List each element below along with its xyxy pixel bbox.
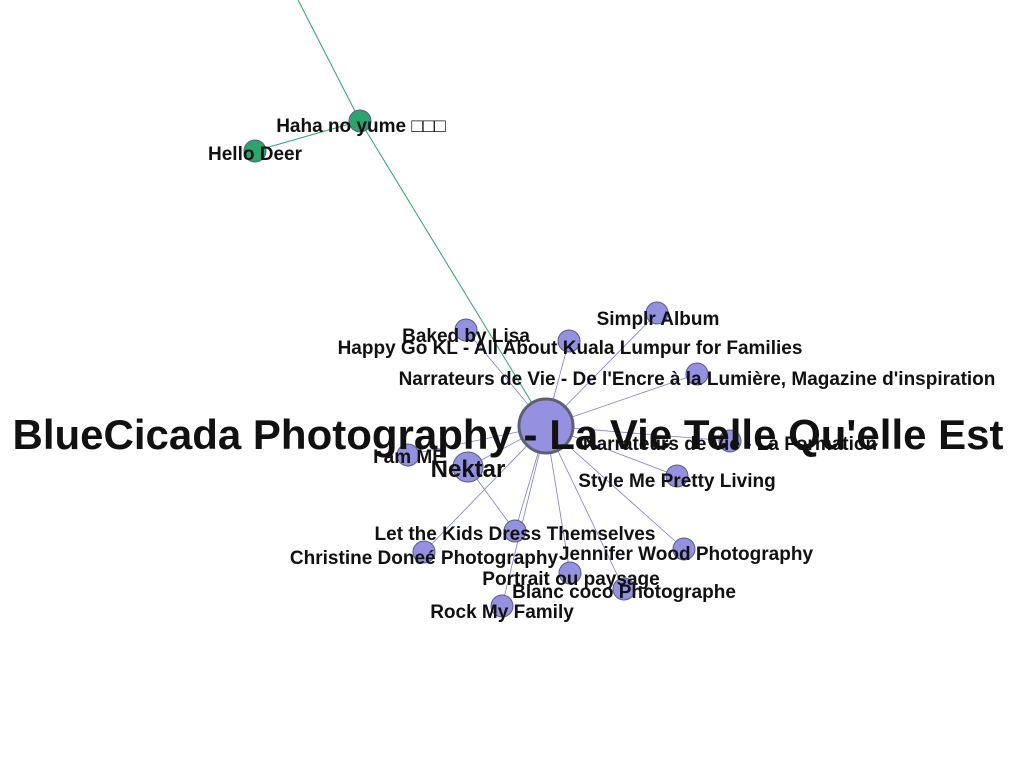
labels-layer: BlueCicada Photography - La Vie Telle Qu…: [12, 116, 1003, 623]
node-label-happygo: Happy Go KL - All About Kuala Lumpur for…: [338, 338, 803, 359]
node-label-styleme: Style Me Pretty Living: [578, 471, 775, 492]
node-baked[interactable]: [454, 318, 478, 342]
node-blanccoco[interactable]: [612, 577, 636, 601]
node-label-jennifer: Jennifer Wood Photography: [559, 544, 813, 565]
node-hellodeer[interactable]: [243, 139, 267, 163]
edge-bluecicada-christine: [423, 425, 547, 553]
node-portrait[interactable]: [558, 561, 582, 585]
node-label-hellodeer: Hello Deer: [208, 144, 303, 165]
edge-offscreen-haha: [297, 0, 361, 122]
node-label-nektar: Nektar: [431, 456, 506, 483]
edge-haha-bluecicada: [359, 120, 547, 427]
node-label-rockmy: Rock My Family: [430, 602, 574, 623]
node-narrateurs_encre[interactable]: [685, 362, 709, 386]
edge-hellodeer-haha: [254, 120, 361, 152]
node-label-blanccoco: Blanc coco Photographe: [512, 582, 736, 603]
node-label-letkids: Let the Kids Dress Themselves: [375, 524, 656, 545]
node-bluecicada[interactable]: [517, 397, 575, 455]
node-label-portrait: Portrait ou paysage: [482, 569, 659, 590]
node-jennifer[interactable]: [672, 537, 696, 561]
node-label-narrateurs_encre: Narrateurs de Vie - De l'Encre à la Lumi…: [399, 369, 996, 390]
node-simplr[interactable]: [645, 301, 669, 325]
node-label-simplr: Simplr Album: [597, 309, 720, 330]
node-label-narrateurs_formation: Narrateurs de Vie - La Formation: [583, 434, 877, 455]
node-label-christine: Christine Doneé Photography: [290, 548, 559, 569]
node-styleme[interactable]: [665, 464, 689, 488]
edge-bluecicada-jennifer: [545, 425, 685, 550]
edge-bluecicada-rockmy: [501, 425, 547, 607]
edge-bluecicada-narrateurs_formation: [545, 425, 731, 442]
node-iamme[interactable]: [396, 443, 420, 467]
node-label-haha: Haha no yume □□□: [276, 116, 446, 137]
node-label-bluecicada: BlueCicada Photography - La Vie Telle Qu…: [12, 411, 1003, 458]
node-label-baked: Baked by Lisa: [402, 326, 530, 347]
node-letkids[interactable]: [503, 519, 527, 543]
node-label-iamme: I am ME: [373, 447, 445, 468]
node-happygo[interactable]: [557, 329, 581, 353]
nodes-layer: [243, 109, 742, 618]
edge-bluecicada-blanccoco: [545, 425, 625, 590]
node-narrateurs_formation[interactable]: [718, 429, 742, 453]
node-haha[interactable]: [348, 109, 372, 133]
node-christine[interactable]: [412, 540, 436, 564]
node-rockmy[interactable]: [490, 594, 514, 618]
node-nektar[interactable]: [452, 451, 484, 483]
